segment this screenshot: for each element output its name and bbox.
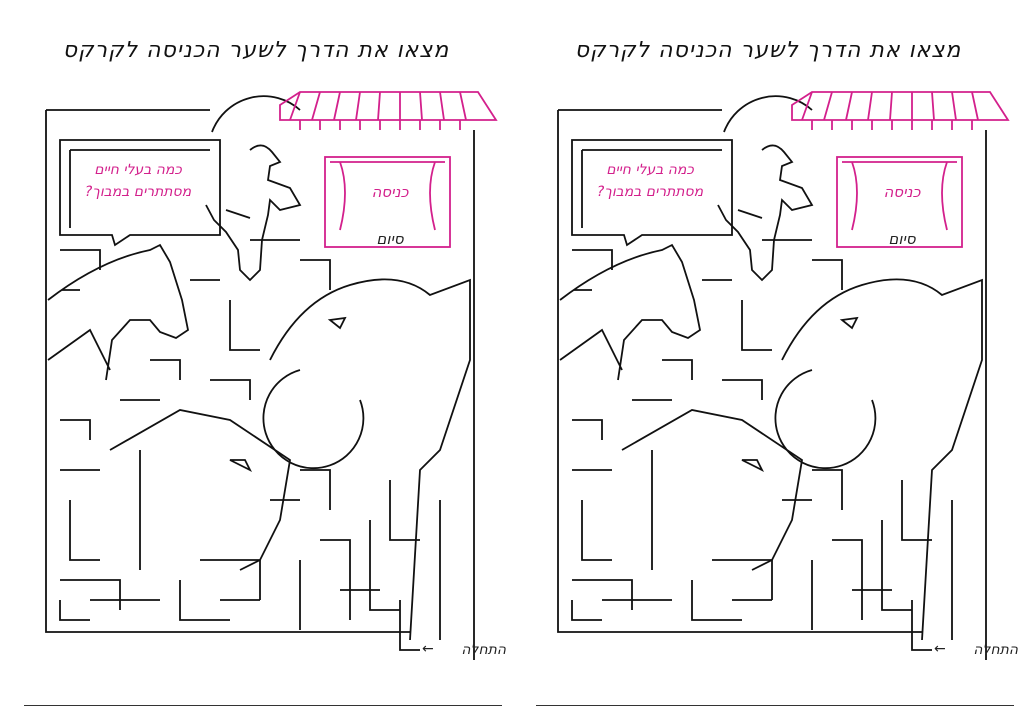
bubble-text-line2: מסתתרים במבוך? xyxy=(596,184,704,200)
start-label: התחלה xyxy=(973,642,1018,658)
finish-label: סיום xyxy=(888,230,916,248)
dog-icon xyxy=(717,144,814,282)
maze-drawing xyxy=(557,91,1010,660)
horse-icon xyxy=(559,243,702,381)
horse-icon xyxy=(47,243,190,381)
circus-tent-icon xyxy=(791,91,1010,248)
giraffe-icon xyxy=(621,409,803,571)
start-label: התחלה xyxy=(461,642,506,658)
giraffe-icon xyxy=(109,409,291,571)
start-arrow-icon: ← xyxy=(422,641,434,657)
dog-icon xyxy=(205,144,302,282)
page-title: מצאו את הדרך לשער הכניסה לקרקס xyxy=(62,38,450,63)
maze-sheet-left: מצאו את הדרך לשער הכניסה לקרקס xyxy=(24,38,506,706)
maze-sheet-right: מצאו את הדרך לשער הכניסה לקרקס כמה בעלי … xyxy=(512,0,1024,724)
page-title: מצאו את הדרך לשער הכניסה לקרקס xyxy=(574,38,962,63)
footer-divider xyxy=(536,705,1014,706)
bubble-text-line1: כמה בעלי חיים xyxy=(94,162,182,178)
maze-drawing xyxy=(45,91,498,660)
entrance-label: כניסה xyxy=(371,183,409,201)
elephant-icon xyxy=(262,278,471,641)
bubble-text-line1: כמה בעלי חיים xyxy=(606,162,694,178)
elephant-icon xyxy=(774,278,983,641)
bubble-text-line2: מסתתרים במבוך? xyxy=(84,184,192,200)
circus-tent-icon xyxy=(279,91,498,248)
footer-divider xyxy=(24,705,502,706)
speech-bubble-icon xyxy=(59,139,221,247)
entrance-label: כניסה xyxy=(883,183,921,201)
start-arrow-icon: ← xyxy=(934,641,946,657)
speech-bubble-icon xyxy=(571,139,733,247)
finish-label: סיום xyxy=(376,230,404,248)
